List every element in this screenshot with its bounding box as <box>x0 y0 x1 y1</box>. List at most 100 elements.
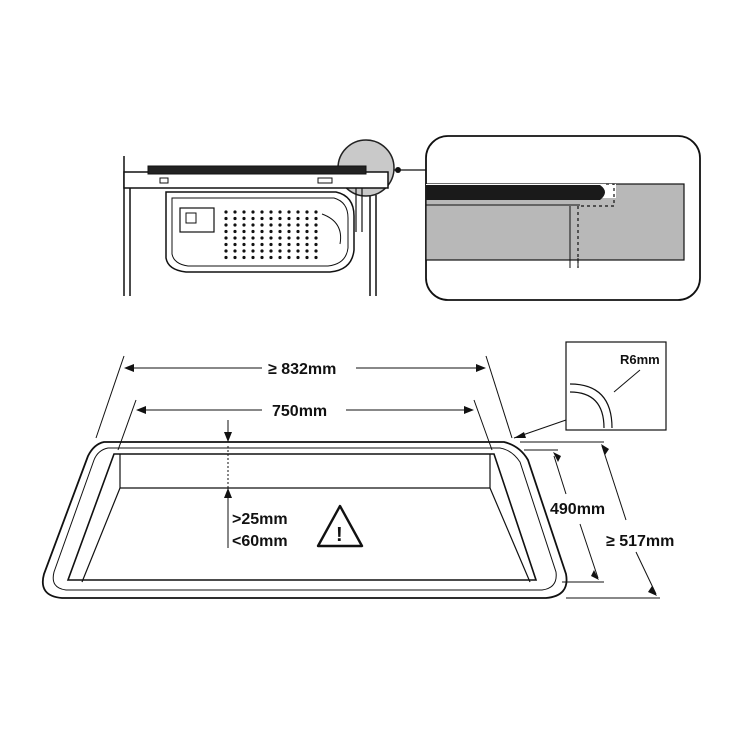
arrowhead <box>648 586 657 596</box>
vent-dot <box>242 210 246 214</box>
vent-dot <box>224 242 228 247</box>
vent-dot <box>278 216 282 221</box>
arrowhead <box>224 432 232 442</box>
hob-cable <box>321 213 342 245</box>
vent-dot <box>260 229 264 234</box>
vent-dot <box>233 255 237 260</box>
vent-dot <box>260 236 264 240</box>
vent-dot <box>296 216 300 221</box>
inner-width-ext-left <box>117 399 137 451</box>
vent-dot <box>242 229 246 234</box>
arrowhead <box>124 364 134 372</box>
cutout-back-wall <box>119 454 491 489</box>
arrowhead <box>601 444 609 455</box>
vent-dot <box>287 236 291 240</box>
vent-dot <box>305 223 309 227</box>
vent-dot <box>251 255 255 260</box>
vent-dot <box>269 255 273 260</box>
hob-glass <box>147 165 367 175</box>
vent-dot <box>260 242 264 247</box>
vent-dot <box>251 210 255 214</box>
vent-dot <box>269 223 273 227</box>
vent-dot <box>242 236 246 240</box>
vent-dot <box>251 229 255 234</box>
vent-dot <box>224 255 228 260</box>
corner-radius-label: R6mm <box>620 352 660 367</box>
vent-dot <box>224 210 228 214</box>
vent-dot <box>305 229 309 234</box>
vent-dot <box>251 216 255 221</box>
vent-dot <box>296 236 300 240</box>
vent-dot <box>251 249 255 253</box>
vent-dot <box>314 249 318 253</box>
inner-depth-line-bottom <box>579 523 599 579</box>
vent-dot <box>314 229 318 234</box>
vent-dot <box>224 216 228 221</box>
warning-symbol: ! <box>336 524 343 546</box>
vent-dot <box>278 223 282 227</box>
vent-dot <box>233 216 237 221</box>
outer-width-label: ≥ 832mm <box>268 361 336 378</box>
vent-dot <box>296 210 300 214</box>
vent-dot <box>269 229 273 234</box>
arrowhead <box>136 406 146 414</box>
arrowhead <box>476 364 486 372</box>
vent-dot <box>233 249 237 253</box>
vent-dot <box>242 223 246 227</box>
vent-dot <box>296 249 300 253</box>
vent-dot <box>314 242 318 247</box>
inner-width-ext-right <box>473 399 493 451</box>
vent-dot <box>278 229 282 234</box>
vent-dot <box>242 242 246 247</box>
vent-dot <box>314 210 318 214</box>
vent-dot <box>305 216 309 221</box>
vent-dot <box>224 236 228 240</box>
vent-dot <box>251 242 255 247</box>
vent-dot <box>251 223 255 227</box>
vent-dot <box>224 229 228 234</box>
vent-dot <box>269 210 273 214</box>
vent-dot <box>296 223 300 227</box>
outer-depth-label: ≥ 517mm <box>606 533 674 550</box>
vent-dot <box>305 236 309 240</box>
dashed-clearance <box>578 183 615 207</box>
vent-dot <box>269 216 273 221</box>
warning-triangle-icon: ! <box>316 504 364 548</box>
vent-dot <box>287 216 291 221</box>
vent-dot <box>296 255 300 260</box>
inner-depth-line-top <box>553 455 567 495</box>
cutout-plan: ≥ 832mm 750mm >25mm <60mm ! 490mm <box>41 341 674 599</box>
vent-dot <box>278 210 282 214</box>
vent-dot <box>278 242 282 247</box>
vent-dot <box>287 210 291 214</box>
vent-dot <box>242 255 246 260</box>
vent-dot <box>287 249 291 253</box>
vent-dot <box>287 229 291 234</box>
hob-terminal <box>185 212 197 224</box>
inner-width-label: 750mm <box>272 403 327 420</box>
vent-dot <box>233 242 237 247</box>
outer-depth-line-top <box>601 445 627 521</box>
front-gap-min-label: >25mm <box>232 511 288 528</box>
vent-dot <box>269 236 273 240</box>
vent-dot <box>296 229 300 234</box>
cutout-opening <box>66 453 538 581</box>
vent-dot <box>314 255 318 260</box>
arrowhead <box>464 406 474 414</box>
inner-depth-label: 490mm <box>550 501 605 518</box>
vent-dot <box>305 242 309 247</box>
radius-detail-corner-inner <box>569 391 605 429</box>
vent-dot <box>233 210 237 214</box>
hob-body-inner <box>171 197 349 267</box>
front-gap-max-label: <60mm <box>232 533 288 550</box>
vent-dot <box>269 249 273 253</box>
vent-dot <box>260 255 264 260</box>
vent-dot <box>224 223 228 227</box>
cutout-front-wall <box>81 487 531 583</box>
vent-dot <box>242 216 246 221</box>
outer-depth-line-bottom <box>635 551 657 595</box>
vent-dot <box>314 216 318 221</box>
radius-detail-leader <box>613 369 641 393</box>
